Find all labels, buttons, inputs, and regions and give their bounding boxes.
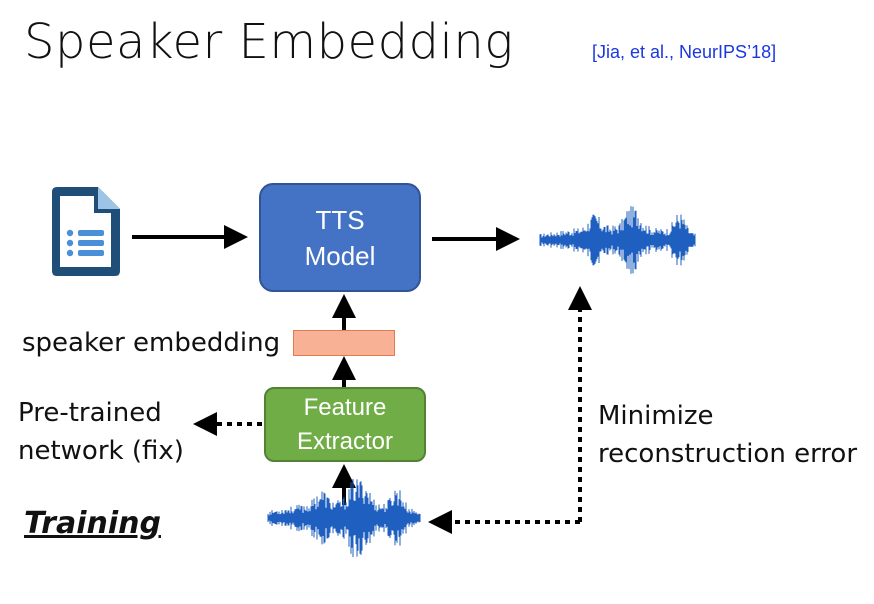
training-label: Training	[24, 506, 161, 541]
speaker-embedding-label: speaker embedding	[22, 328, 281, 358]
waveform-trace	[539, 206, 696, 274]
document-icon	[52, 187, 120, 276]
tts-model-box: TTS Model	[259, 183, 421, 292]
tts-line1: TTS	[315, 204, 365, 235]
pretrained-network-label: Pre-trained network (fix)	[18, 394, 184, 470]
waveform-icon	[267, 478, 421, 558]
tts-line2: Model	[304, 240, 376, 271]
feature-line2: Extractor	[296, 427, 394, 455]
citation: [Jia, et al., NeurIPS’18]	[592, 42, 777, 62]
pretrained-line2: network (fix)	[18, 436, 184, 466]
feature-extractor-box: Feature Extractor	[264, 387, 426, 462]
minimize-line1: Minimize	[598, 401, 714, 431]
waveform-trace	[267, 478, 421, 558]
pretrained-line1: Pre-trained	[18, 398, 162, 428]
waveform-icon	[539, 206, 696, 274]
speaker-embedding-vector	[293, 330, 395, 356]
page-title: Speaker Embedding	[24, 14, 514, 70]
minimize-line2: reconstruction error	[598, 439, 858, 469]
feature-line1: Feature	[303, 393, 387, 421]
minimize-error-label: Minimize reconstruction error	[598, 397, 857, 473]
